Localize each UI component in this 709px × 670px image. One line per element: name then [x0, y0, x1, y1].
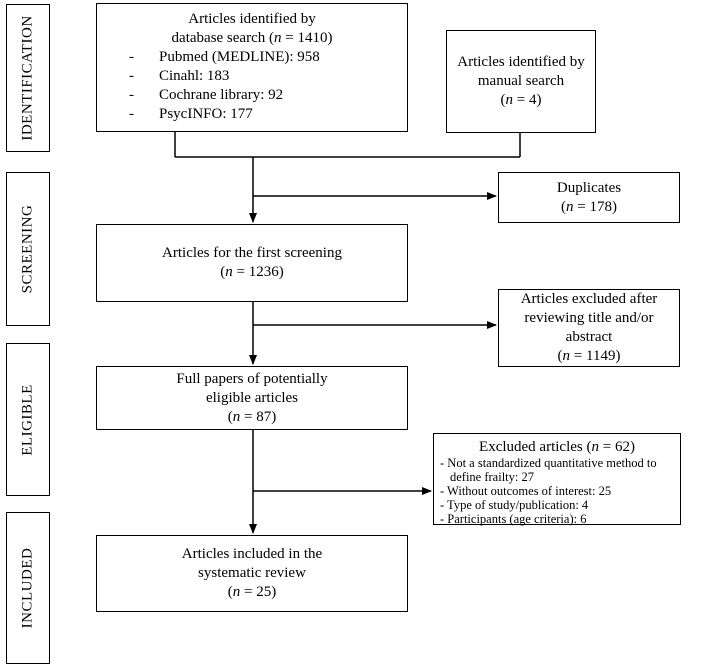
list-item: -PsycINFO: 177 — [129, 106, 253, 122]
included-line2: systematic review — [198, 565, 306, 581]
duplicates-count: (n = 178) — [561, 198, 617, 215]
manual-search-count: (n = 4) — [500, 92, 542, 108]
list-item: - Participants (age criteria): 6 — [440, 512, 587, 526]
list-item: - Not a standardized quantitative method… — [440, 456, 657, 484]
excluded-articles-title: Excluded articles (n = 62) — [479, 439, 635, 455]
excluded-title-line3: abstract — [565, 329, 613, 345]
stage-screening-label: SCREENING — [19, 204, 36, 294]
included-box: Articles included in the systematic revi… — [96, 535, 408, 612]
excluded-title-count: (n = 1149) — [557, 348, 621, 364]
db-search-list: -Pubmed (MEDLINE): 958 -Cinahl: 183 -Coc… — [129, 48, 397, 124]
db-search-line2: database search (n = 1410) — [171, 30, 333, 46]
stage-identification-label: IDENTIFICATION — [19, 15, 36, 141]
stage-eligible: ELIGIBLE — [6, 343, 50, 496]
excluded-articles-box: Excluded articles (n = 62) - Not a stand… — [433, 433, 681, 526]
first-screening-line1: Articles for the first screening — [162, 245, 342, 261]
full-papers-line1: Full papers of potentially — [176, 370, 328, 387]
full-papers-line2: eligible articles — [205, 389, 299, 406]
first-screening-count: (n = 1236) — [220, 264, 284, 280]
excluded-title-box: Articles excluded after reviewing title … — [498, 289, 680, 367]
duplicates-box: Duplicates (n = 178) — [498, 172, 680, 223]
stage-included-label: INCLUDED — [19, 547, 36, 629]
excluded-title-line2: reviewing title and/or — [524, 310, 654, 326]
list-item: -Cinahl: 183 — [129, 68, 230, 84]
manual-search-box: Articles identified by manual search (n … — [446, 30, 596, 133]
manual-search-line2: manual search — [477, 73, 565, 89]
stage-eligible-label: ELIGIBLE — [19, 383, 36, 456]
stage-identification: IDENTIFICATION — [6, 4, 50, 152]
full-papers-box: Full papers of potentially eligible arti… — [96, 366, 408, 430]
list-item: - Type of study/publication: 4 — [440, 498, 589, 512]
included-count: (n = 25) — [227, 584, 277, 600]
first-screening-box: Articles for the first screening (n = 12… — [96, 224, 408, 302]
excluded-title-line1: Articles excluded after — [520, 291, 658, 307]
list-item: -Cochrane library: 92 — [129, 87, 284, 103]
full-papers-count: (n = 87) — [227, 408, 277, 425]
stage-screening: SCREENING — [6, 172, 50, 326]
list-item: - Without outcomes of interest: 25 — [440, 484, 612, 498]
db-search-line1: Articles identified by — [188, 11, 316, 27]
included-line1: Articles included in the — [181, 546, 323, 562]
list-item: -Pubmed (MEDLINE): 958 — [129, 49, 320, 65]
db-search-box: Articles identified by database search (… — [96, 3, 408, 132]
manual-search-line1: Articles identified by — [457, 54, 585, 70]
stage-included: INCLUDED — [6, 512, 50, 664]
duplicates-line1: Duplicates — [556, 179, 622, 196]
excluded-articles-list: - Not a standardized quantitative method… — [440, 456, 674, 526]
